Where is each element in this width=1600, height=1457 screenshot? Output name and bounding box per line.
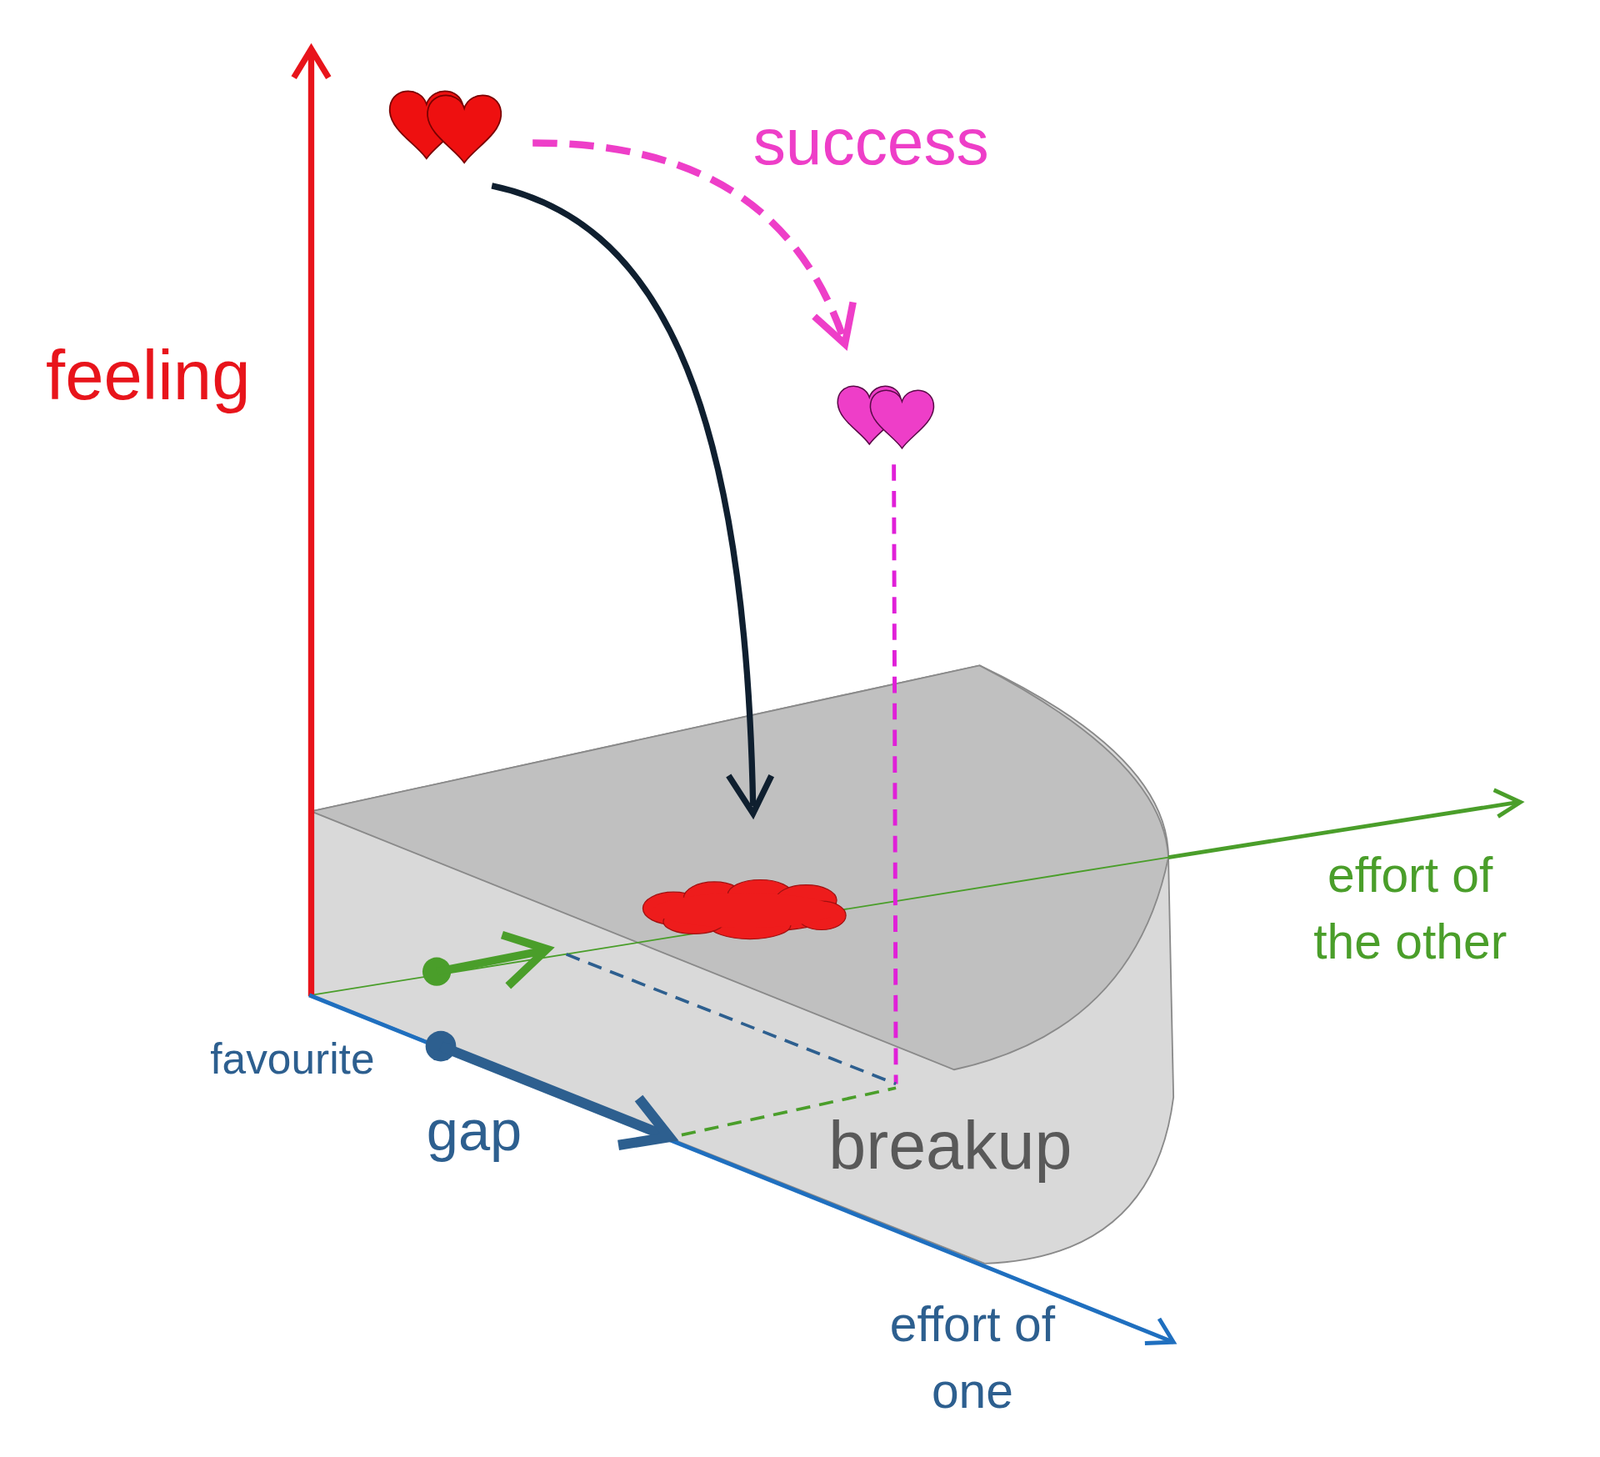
heart bbox=[870, 390, 934, 449]
heart bbox=[837, 385, 901, 445]
arrow-head bbox=[1145, 1318, 1174, 1343]
arrow-head bbox=[1494, 790, 1521, 817]
arrow-head bbox=[294, 49, 330, 78]
node-label: breakup bbox=[828, 1100, 1072, 1191]
axis-label: effort of one bbox=[885, 1291, 1060, 1425]
axis-label: favourite bbox=[210, 1030, 435, 1089]
axis-label: feeling bbox=[45, 328, 311, 422]
breakup-block: breakup bbox=[305, 653, 1184, 1276]
axis-label: gap bbox=[426, 1091, 570, 1170]
fall-arrow bbox=[491, 185, 753, 806]
heart bbox=[427, 95, 501, 163]
heart bbox=[390, 90, 464, 159]
arrow-head bbox=[814, 301, 854, 344]
axis-label: effort of the other bbox=[1287, 842, 1533, 975]
axis-label: success bbox=[753, 98, 1080, 187]
